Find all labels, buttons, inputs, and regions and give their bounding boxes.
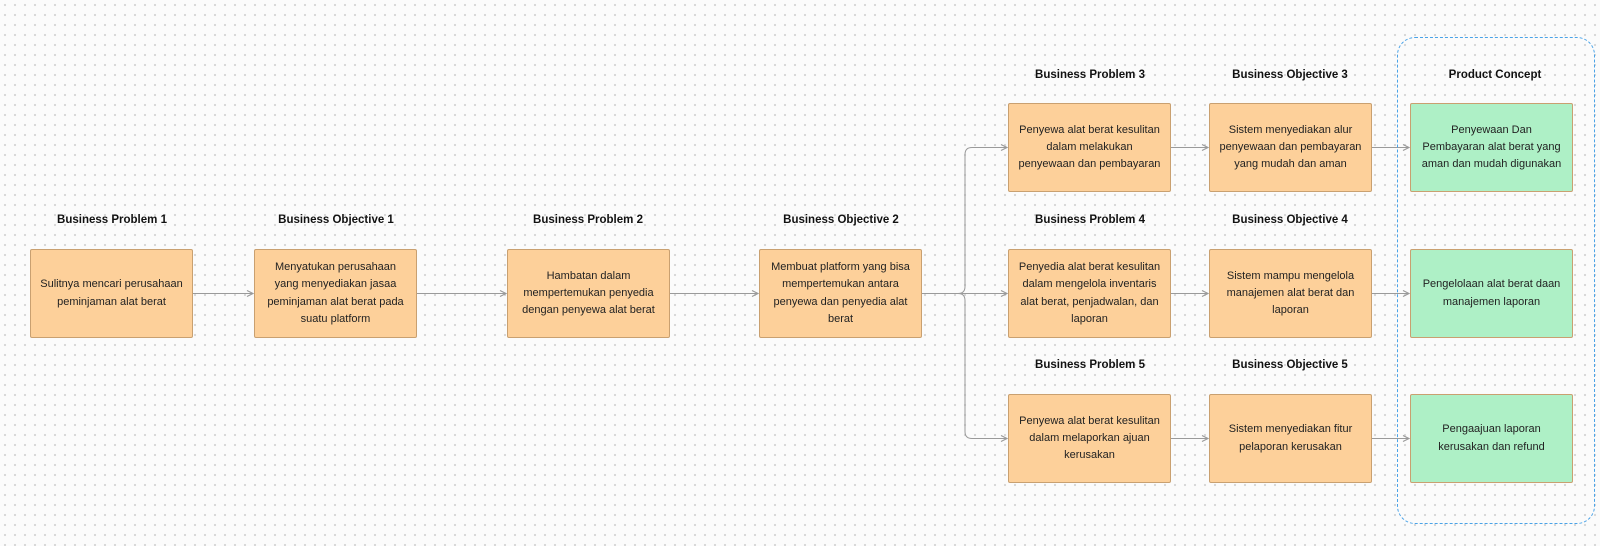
label-business-problem-2: Business Problem 2 [533,214,643,226]
product-concept-3-card[interactable]: Pengaajuan laporan kerusakan dan refund [1410,394,1573,483]
business-problem-5-card[interactable]: Penyewa alat berat kesulitan dalam melap… [1008,394,1171,483]
business-objective-2-text: Membuat platform yang bisa mempertemukan… [771,261,910,325]
label-business-problem-1: Business Problem 1 [57,214,167,226]
business-problem-2-card[interactable]: Hambatan dalam mempertemukan penyedia de… [507,249,670,338]
product-concept-1-card[interactable]: Penyewaan Dan Pembayaran alat berat yang… [1410,103,1573,192]
business-problem-4-text: Penyedia alat berat kesulitan dalam meng… [1018,261,1161,325]
business-objective-5-text: Sistem menyediakan fitur pelaporan kerus… [1228,423,1353,453]
business-problem-1-text: Sulitnya mencari perusahaan peminjaman a… [40,278,183,308]
business-objective-4-card[interactable]: Sistem mampu mengelola manajemen alat be… [1209,249,1372,338]
product-concept-1-text: Penyewaan Dan Pembayaran alat berat yang… [1421,123,1562,171]
label-business-objective-5: Business Objective 5 [1232,359,1348,371]
business-problem-1-card[interactable]: Sulitnya mencari perusahaan peminjaman a… [30,249,193,338]
business-objective-4-text: Sistem mampu mengelola manajemen alat be… [1226,269,1355,317]
label-business-problem-5: Business Problem 5 [1035,359,1145,371]
business-objective-2-card[interactable]: Membuat platform yang bisa mempertemukan… [759,249,922,338]
business-problem-3-card[interactable]: Penyewa alat berat kesulitan dalam melak… [1008,103,1171,192]
business-objective-1-text: Menyatukan perusahaan yang menyediakan j… [267,261,404,325]
business-problem-4-card[interactable]: Penyedia alat berat kesulitan dalam meng… [1008,249,1171,338]
label-business-objective-2: Business Objective 2 [783,214,899,226]
business-problem-2-text: Hambatan dalam mempertemukan penyedia de… [522,269,655,317]
label-product-concept: Product Concept [1448,69,1542,81]
label-business-objective-1: Business Objective 1 [278,214,394,226]
label-business-problem-3: Business Problem 3 [1035,69,1145,81]
business-problem-3-text: Penyewa alat berat kesulitan dalam melak… [1018,123,1161,171]
business-objective-3-card[interactable]: Sistem menyediakan alur penyewaan dan pe… [1209,103,1372,192]
label-business-problem-4: Business Problem 4 [1035,214,1145,226]
business-problem-5-text: Penyewa alat berat kesulitan dalam melap… [1019,414,1160,462]
business-objective-5-card[interactable]: Sistem menyediakan fitur pelaporan kerus… [1209,394,1372,483]
product-concept-frame [1397,37,1595,524]
business-objective-3-text: Sistem menyediakan alur penyewaan dan pe… [1219,123,1362,171]
business-objective-1-card[interactable]: Menyatukan perusahaan yang menyediakan j… [254,249,417,338]
product-concept-2-text: Pengelolaan alat berat daan manajemen la… [1422,278,1561,308]
label-business-objective-3: Business Objective 3 [1232,69,1348,81]
product-concept-3-text: Pengaajuan laporan kerusakan dan refund [1438,423,1545,453]
product-concept-2-card[interactable]: Pengelolaan alat berat daan manajemen la… [1410,249,1573,338]
label-business-objective-4: Business Objective 4 [1232,214,1348,226]
